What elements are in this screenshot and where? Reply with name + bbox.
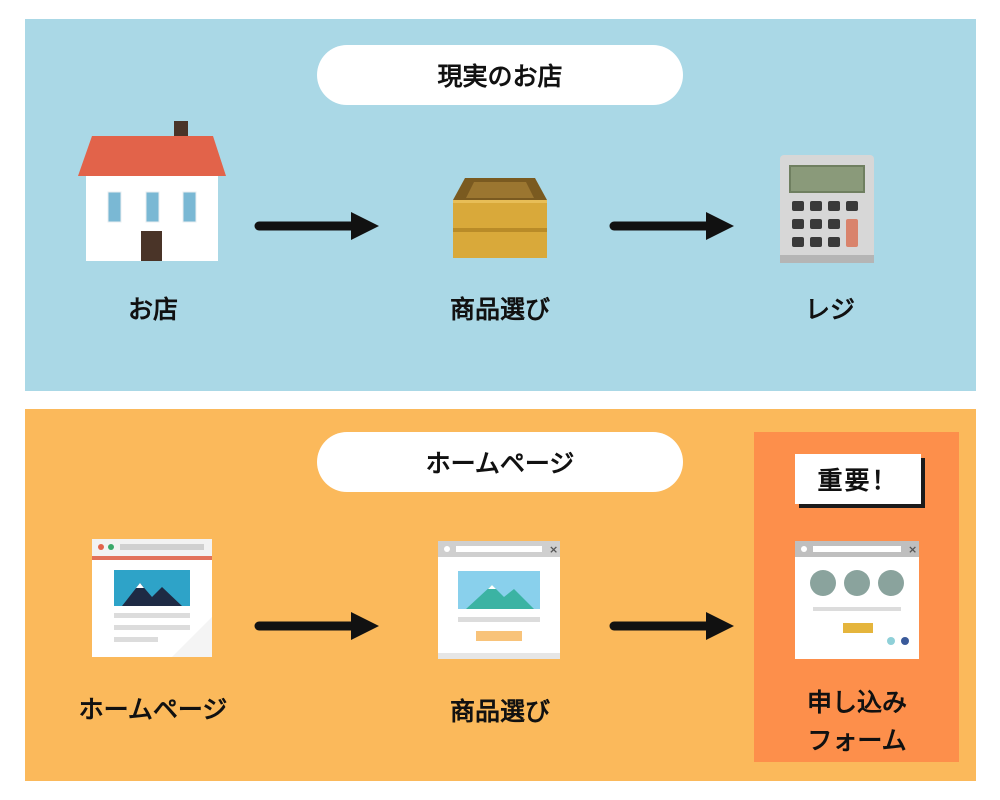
real-store-title: 現実のお店 [317, 45, 683, 105]
step-label-product-selection: 商品選び [449, 295, 550, 324]
step-label-application-form-line1: 申し込み [806, 688, 907, 717]
arrow-right-icon [609, 212, 734, 240]
webpage-icon [92, 539, 212, 657]
step-label-register: レジ [804, 295, 855, 324]
calculator-icon [780, 155, 874, 263]
wooden-box-icon [453, 178, 547, 258]
step-label-store: お店 [127, 295, 178, 324]
important-badge: 重要！ [795, 454, 921, 504]
svg-text:×: × [549, 543, 558, 556]
step-label-homepage: ホームページ [78, 695, 228, 724]
arrow-right-icon [254, 212, 379, 240]
arrow-right-icon [609, 612, 734, 640]
form-page-icon: × [795, 541, 919, 659]
svg-text:×: × [908, 543, 917, 556]
homepage-title: ホームページ [317, 432, 683, 492]
step-label-product-selection-web: 商品選び [449, 697, 550, 726]
arrow-right-icon [254, 612, 379, 640]
step-label-application-form: 申し込み フォーム [775, 684, 939, 760]
step-label-application-form-line2: フォーム [807, 726, 907, 755]
house-icon [78, 121, 226, 261]
product-page-icon: × [438, 541, 560, 659]
